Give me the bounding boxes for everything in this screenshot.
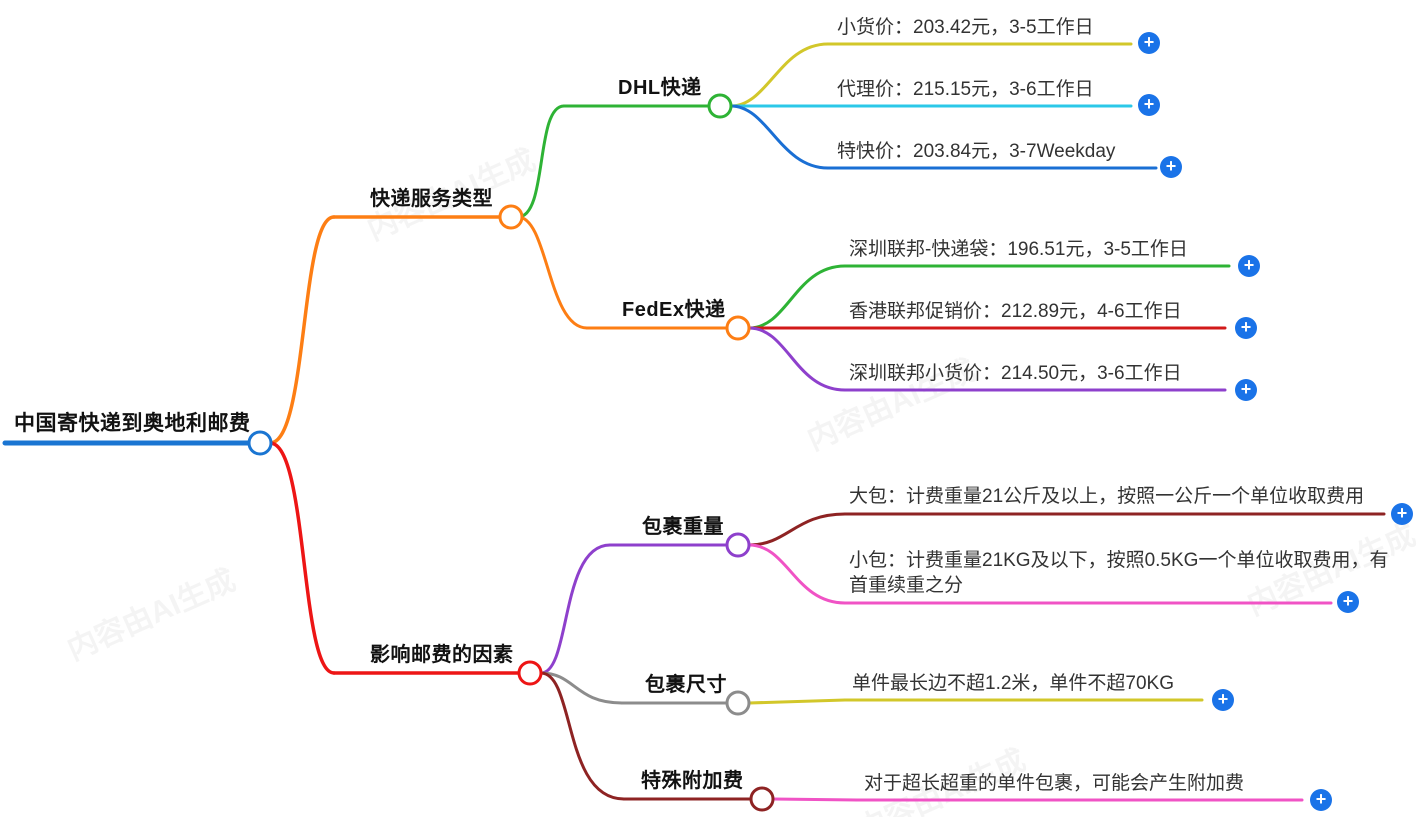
leaf-small-package-rule[interactable]: 小包：计费重量21KG及以下，按照0.5KG一个单位收取费用，有首重续重之分 xyxy=(849,550,1389,596)
leaf-dhl-express-price[interactable]: 特快价：203.84元，3-7Weekday xyxy=(837,141,1116,162)
connector-root-service-types xyxy=(268,215,336,445)
expand-plus-icon[interactable]: + xyxy=(1235,317,1257,339)
leaf-dhl-agent-price[interactable]: 代理价：215.15元，3-6工作日 xyxy=(837,79,1094,100)
node-service-types-label[interactable]: 快递服务类型 xyxy=(370,188,493,210)
node-special-surcharge-label[interactable]: 特殊附加费 xyxy=(641,770,744,792)
leaf-fedex-hk-promo-price[interactable]: 香港联邦促销价：212.89元，4-6工作日 xyxy=(849,301,1182,322)
expand-plus-icon[interactable]: + xyxy=(1337,591,1359,613)
node-handle-special-surcharge[interactable] xyxy=(749,786,775,812)
node-handle-fedex[interactable] xyxy=(725,315,751,341)
expand-plus-icon[interactable]: + xyxy=(1238,255,1260,277)
connector-package-size xyxy=(539,671,624,705)
expand-plus-icon[interactable]: + xyxy=(1391,503,1413,525)
expand-plus-icon[interactable]: + xyxy=(1138,32,1160,54)
node-handle-package-size[interactable] xyxy=(725,690,751,716)
node-handle-postage-factors[interactable] xyxy=(517,660,543,686)
leaf-surcharge-note[interactable]: 对于超长超重的单件包裹，可能会产生附加费 xyxy=(864,773,1245,794)
node-dhl-label[interactable]: DHL快递 xyxy=(618,77,702,99)
node-package-size-label[interactable]: 包裹尺寸 xyxy=(645,674,727,696)
connector-package-weight xyxy=(539,543,612,675)
leaf-fedex-sz-pak-price[interactable]: 深圳联邦-快递袋：196.51元，3-5工作日 xyxy=(849,239,1188,260)
node-handle-root[interactable] xyxy=(247,430,273,456)
node-package-weight-label[interactable]: 包裹重量 xyxy=(642,516,724,538)
connector-fedex xyxy=(516,215,589,330)
connector-fedex-sz-small xyxy=(747,326,847,392)
node-handle-dhl[interactable] xyxy=(707,93,733,119)
expand-plus-icon[interactable]: + xyxy=(1310,789,1332,811)
expand-plus-icon[interactable]: + xyxy=(1138,94,1160,116)
connector-small-package xyxy=(747,543,847,605)
connector-special-surcharge xyxy=(539,671,626,801)
node-fedex-label[interactable]: FedEx快递 xyxy=(622,299,726,321)
node-postage-factors-label[interactable]: 影响邮费的因素 xyxy=(370,644,514,666)
connector-dhl xyxy=(516,104,566,219)
connector-dhl-express xyxy=(729,104,830,170)
connector-large-package xyxy=(747,512,847,547)
expand-plus-icon[interactable]: + xyxy=(1235,379,1257,401)
node-handle-package-weight[interactable] xyxy=(725,532,751,558)
leaf-fedex-sz-small-cargo-price[interactable]: 深圳联邦小货价：214.50元，3-6工作日 xyxy=(849,363,1182,384)
leaf-dhl-small-cargo-price[interactable]: 小货价：203.42元，3-5工作日 xyxy=(837,17,1094,38)
connector-surcharge-note xyxy=(771,797,859,802)
expand-plus-icon[interactable]: + xyxy=(1160,156,1182,178)
leaf-large-package-rule[interactable]: 大包：计费重量21公斤及以上，按照一公斤一个单位收取费用 xyxy=(849,485,1365,507)
connector-size-limit xyxy=(747,698,847,705)
node-handle-service-types[interactable] xyxy=(498,204,524,230)
leaf-size-limit-rule[interactable]: 单件最长边不超1.2米，单件不超70KG xyxy=(852,673,1174,694)
connector-dhl-small-cargo xyxy=(729,42,830,108)
connector-fedex-pak xyxy=(747,264,847,330)
expand-plus-icon[interactable]: + xyxy=(1212,689,1234,711)
connector-root-postage-factors xyxy=(268,441,336,675)
root-node-label[interactable]: 中国寄快递到奥地利邮费 xyxy=(14,412,251,435)
